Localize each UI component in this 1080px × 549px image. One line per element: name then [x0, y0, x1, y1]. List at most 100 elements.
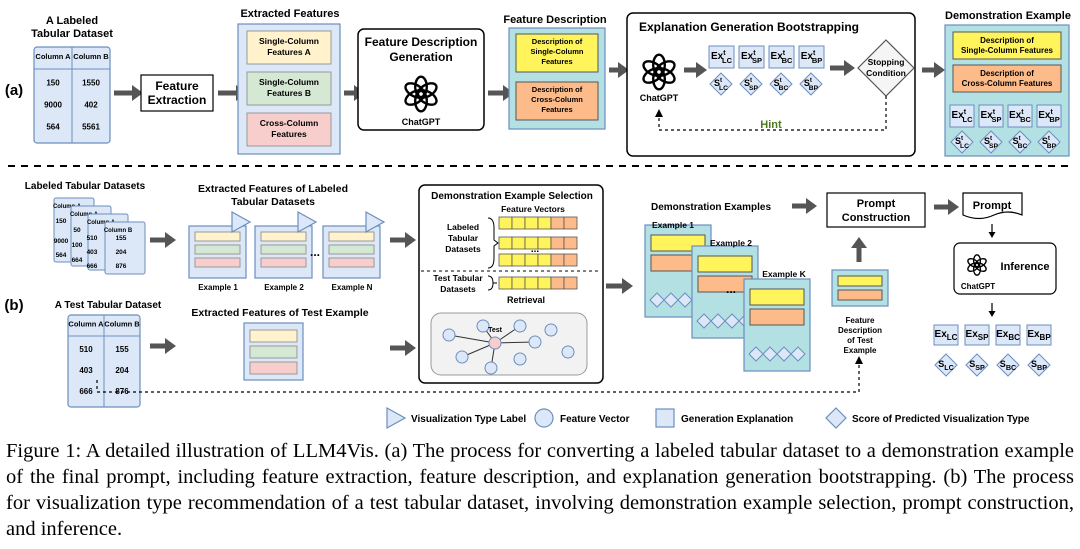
feature-description-test-label: Description — [838, 326, 882, 335]
output-explanation-2 — [964, 324, 990, 346]
stacked-dataset-cell: 100 — [72, 242, 83, 249]
bootstrap-score-4 — [799, 72, 823, 96]
test-feature-cross — [249, 361, 298, 375]
output-explanation-3 — [995, 324, 1021, 346]
labeled-example-cross — [328, 257, 375, 268]
stacked-dataset-cell: 155 — [116, 235, 127, 242]
stacked-dataset-cell: 666 — [87, 263, 98, 270]
demo-description-1 — [952, 31, 1062, 60]
demonstration-example-title: Demonstration Example — [945, 10, 1071, 22]
dataset-a-table-cell: 5561 — [82, 123, 100, 132]
feature-description-test-panel — [831, 269, 889, 307]
demo-score-3 — [1008, 130, 1032, 154]
type-label-triangle — [231, 210, 252, 234]
test-dataset-table-header: Column A — [68, 320, 104, 329]
part-a-label: (a) — [5, 82, 23, 99]
bootstrap-explanation-2 — [738, 45, 765, 69]
chatgpt-label-a1: ChatGPT — [402, 117, 441, 127]
arrow-b3-head — [165, 338, 176, 354]
dataset-a-table-header: Column B — [73, 52, 109, 61]
feature-description-label: Description of — [532, 85, 583, 94]
demo-score-1 — [950, 130, 974, 154]
extracted-feature-label: Features A — [267, 47, 311, 57]
test-node — [488, 336, 502, 350]
card-score-diamond — [677, 292, 693, 308]
test-dataset-table-cell: 666 — [79, 387, 93, 396]
stacked-dataset-cell: 204 — [116, 249, 127, 256]
card-cross-desc — [749, 308, 805, 326]
selection-title: Demonstration Example Selection — [431, 191, 593, 202]
hint-label: Hint — [760, 119, 782, 131]
stacked-dataset-cell: 50 — [73, 227, 81, 234]
card-score-diamond — [663, 292, 679, 308]
stacked-dataset-header: Column A — [87, 220, 116, 226]
demo-explanation-3 — [1007, 104, 1033, 128]
card-score-diamond — [710, 313, 726, 329]
extracted-test-title: Extracted Features of Test Example — [191, 307, 368, 319]
test-datasets-label: Test Tabular — [433, 273, 483, 283]
feature-vector-node — [476, 319, 490, 333]
labeled-example-single-a — [328, 231, 375, 242]
bootstrap-explanation-4 — [798, 45, 825, 69]
extracted-feature-3 — [246, 112, 332, 147]
feature-vector-cell — [511, 236, 526, 250]
feature-vector-node — [484, 361, 498, 375]
arrow-b5-head — [622, 278, 633, 294]
dataset-a-table-header: Column A — [35, 52, 71, 61]
test-dataset-table-cell: 155 — [115, 345, 129, 354]
feature-vector-cell — [537, 236, 552, 250]
demo-description-label: Cross-Column Features — [962, 79, 1053, 88]
chatgpt-logo-a1 — [404, 75, 438, 113]
arrow-b6-head — [806, 198, 817, 214]
demo-score-4 — [1037, 130, 1061, 154]
arrow-b2-head — [405, 232, 416, 248]
figure-caption: Figure 1: A detailed illustration of LLM… — [6, 440, 1074, 540]
output-score-1-label: SLC — [938, 359, 954, 372]
labeled-example-label: Example 2 — [264, 283, 304, 292]
test-brace — [487, 275, 497, 291]
demo-explanation-1 — [949, 104, 975, 128]
chatgpt-logo-b — [967, 254, 987, 276]
output-score-1 — [934, 353, 958, 377]
description-generation-title: Generation — [389, 50, 452, 64]
feature-vectors-title: Feature Vectors — [501, 204, 565, 214]
stacked-dataset-cell: 9000 — [54, 238, 69, 245]
type-label-triangle — [297, 210, 318, 234]
prompt-document — [962, 192, 1023, 220]
bootstrap-explanation-3 — [768, 45, 795, 69]
feature-description-label: Features — [541, 105, 572, 114]
feature-vector-cell — [524, 216, 539, 230]
output-score-2 — [965, 353, 989, 377]
legend-label-2: Feature Vector — [560, 414, 630, 425]
legend-label-1: Visualization Type Label — [411, 414, 526, 425]
output-explanation-4-label: ExBP — [1027, 329, 1051, 342]
demo-description-label: Description of — [980, 36, 1034, 45]
output-score-4 — [1027, 353, 1051, 377]
feature-vector-node — [561, 345, 575, 359]
feature-extraction-label: Feature — [155, 79, 199, 93]
demo-explanation-2 — [978, 104, 1004, 128]
arrow-b10-head — [988, 311, 996, 317]
type-label-triangle — [365, 210, 386, 234]
bootstrapping-title: Explanation Generation Bootstrapping — [639, 20, 859, 34]
test-single-desc — [837, 275, 883, 287]
extracted-feature-label: Cross-Column — [260, 118, 319, 128]
demo-example-label: Example 2 — [710, 238, 752, 248]
test-datasets-label: Datasets — [440, 284, 476, 294]
extracted-feature-label: Single-Column — [259, 36, 319, 46]
part-b-label: (b) — [4, 297, 23, 314]
chatgpt-logo-petal — [642, 60, 664, 77]
feature-description-label: Single-Column — [531, 47, 584, 56]
card-score-diamond — [776, 346, 792, 362]
chatgpt-label-b: ChatGPT — [961, 282, 995, 291]
feature-vector-ellipsis: ... — [531, 244, 540, 255]
demo-description-label: Single-Column Features — [961, 46, 1054, 55]
stopping-condition-label: Condition — [866, 68, 906, 78]
arrow-a8-head — [934, 62, 945, 78]
